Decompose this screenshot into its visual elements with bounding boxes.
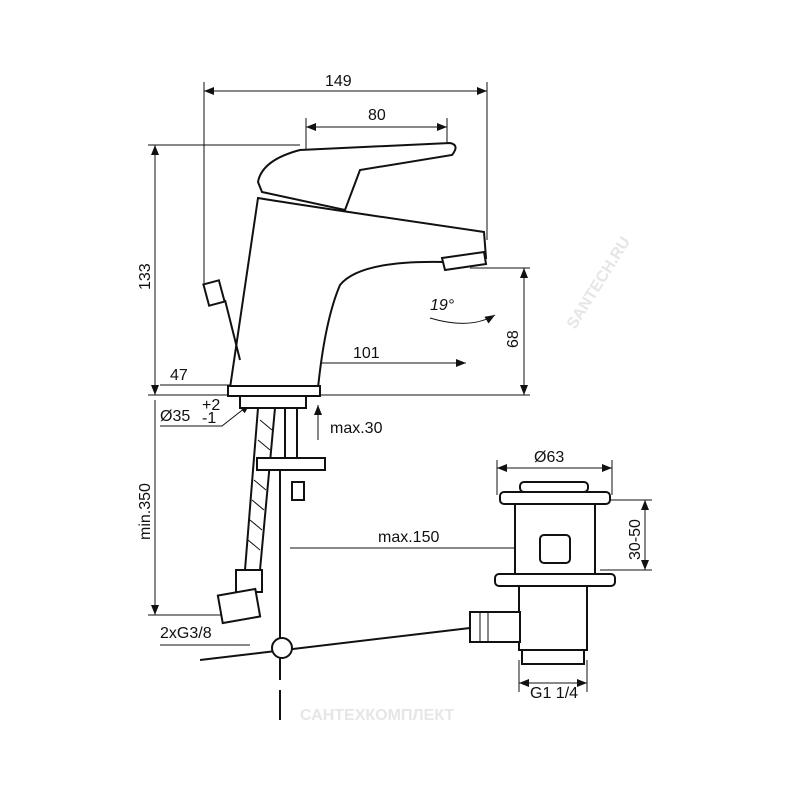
label-149: 149	[325, 73, 352, 90]
label-angle: 19°	[430, 297, 455, 314]
watermark-bottom: САНТЕХКОМПЛЕКТ	[300, 707, 454, 724]
label-min350: min.350	[137, 483, 154, 540]
aerator	[440, 250, 488, 272]
label-80: 80	[368, 107, 386, 124]
pull-rod-knob	[202, 279, 226, 307]
flex-hose	[243, 407, 277, 571]
label-tol-minus: -1	[202, 410, 216, 427]
base-flange	[239, 395, 307, 409]
fixing-nut	[256, 457, 326, 471]
label-tol-plus: +2	[202, 397, 220, 414]
hose-nut	[216, 587, 262, 625]
drain-rod	[199, 627, 471, 661]
label-101: 101	[353, 345, 380, 362]
label-max150: max.150	[378, 529, 439, 546]
label-diameter-35: Ø35	[160, 408, 190, 425]
label-thread-g38: 2xG3/8	[160, 625, 212, 642]
faucet-body	[202, 141, 488, 409]
dimension-labels: 149 80 133 68 101 47 Ø35 +2 -1 max.30 mi…	[137, 73, 644, 702]
label-133: 133	[137, 263, 154, 290]
lever	[256, 141, 457, 212]
label-30-50: 30-50	[627, 519, 644, 560]
pop-up-waste	[469, 481, 616, 665]
label-thread-g114: G1 1/4	[530, 685, 578, 702]
under-deck-parts	[199, 407, 471, 720]
label-68: 68	[505, 330, 522, 348]
spout-body	[228, 196, 488, 389]
pull-rod	[224, 299, 241, 361]
rod-clamp	[271, 637, 293, 659]
label-max30: max.30	[330, 420, 383, 437]
label-47: 47	[170, 367, 188, 384]
watermark-diagonal: SANTECH.RU	[564, 234, 634, 332]
label-diameter-63: Ø63	[534, 449, 564, 466]
base-ring	[227, 385, 321, 397]
